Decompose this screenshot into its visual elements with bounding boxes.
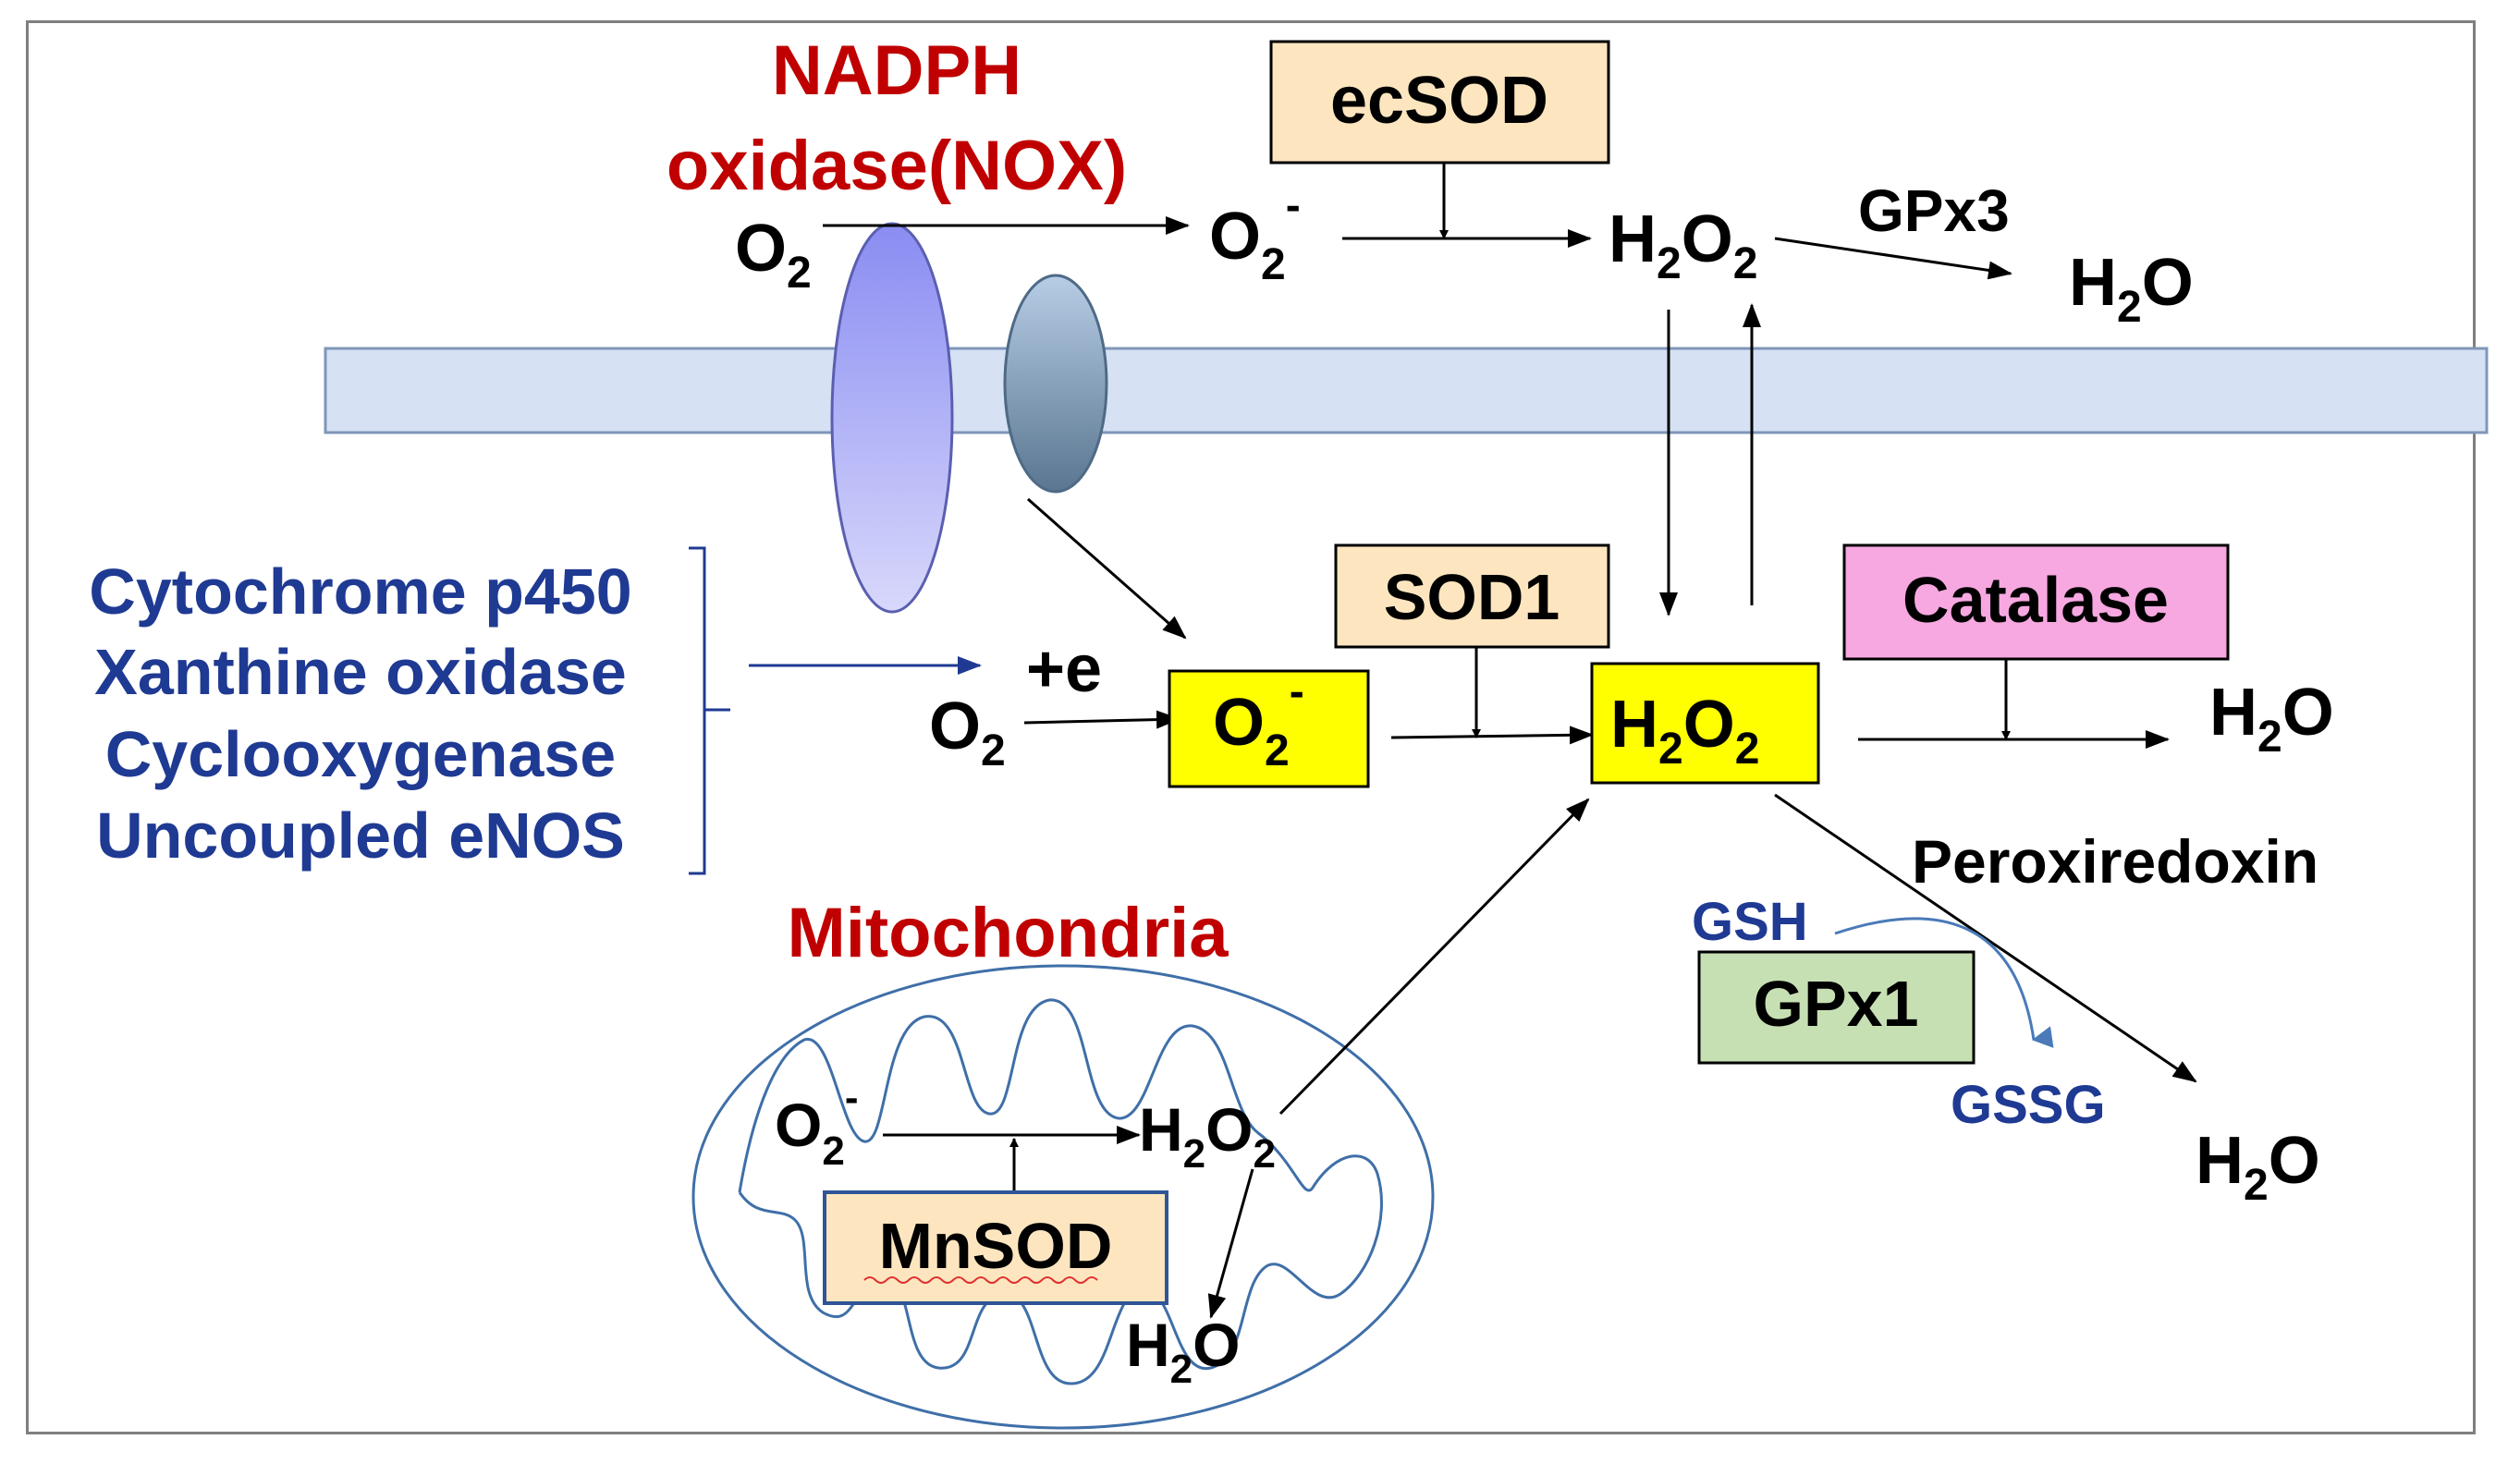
nox-small-subunit xyxy=(1003,274,1108,494)
arrow-mito-h2o2-to-cytosol xyxy=(1278,798,1590,1116)
extracellular-h2o2: H2O2 xyxy=(1609,202,1757,288)
ecsod-label: ecSOD xyxy=(1330,64,1548,138)
mito-h2o2: H2O2 xyxy=(1139,1095,1276,1177)
electron-label: +e xyxy=(1026,632,1102,706)
mitochondria-title: Mitochondria xyxy=(787,894,1229,972)
nox-large-subunit xyxy=(830,222,954,614)
ecsod-box xyxy=(1269,40,1610,165)
gpx1-label: GPx1 xyxy=(1754,968,1919,1040)
mitochondria-outer-membrane xyxy=(691,964,1435,1430)
extracellular-water: H2O xyxy=(2069,246,2194,332)
source-cytochrome-p450: Cytochrome p450 xyxy=(89,555,631,628)
arrow-h2o2-to-water-gpx1 xyxy=(1774,793,2197,1083)
catalase-box xyxy=(1842,543,2230,661)
cytosol-water: H2O xyxy=(2209,676,2334,762)
gpx1-box xyxy=(1697,950,1976,1065)
gpx3-label: GPx3 xyxy=(1858,177,2010,244)
cell-membrane xyxy=(324,347,2489,434)
source-xanthine-oxidase: Xanthine oxidase xyxy=(94,636,627,708)
gsh-label: GSH xyxy=(1692,892,1808,952)
mnsod-label: MnSOD xyxy=(879,1210,1113,1282)
extracellular-superoxide: O2- xyxy=(1209,181,1301,289)
arrow-h2o2-to-water-extracellular xyxy=(1774,237,2012,280)
arrow-o2-to-superoxide-cytosol xyxy=(1023,710,1180,729)
cytosol-h2o2: H2O2 xyxy=(1610,688,1759,774)
arrow-gsh-to-gssg xyxy=(1834,917,2054,1048)
nox-title-line1: NADPH xyxy=(772,31,1021,110)
cytosol-water-gpx1: H2O xyxy=(2196,1124,2320,1210)
cytosol-o2: O2 xyxy=(929,689,1006,775)
peroxiredoxin-label: Peroxiredoxin xyxy=(1912,827,2318,896)
mito-superoxide: O2- xyxy=(775,1075,858,1174)
extracellular-o2: O2 xyxy=(735,212,812,298)
mnsod-spellcheck-underline xyxy=(863,1276,1098,1284)
arrow-superoxide-to-h2o2-cytosol xyxy=(1390,726,1594,745)
sod1-box xyxy=(1334,543,1610,649)
mnsod-box xyxy=(823,1190,1168,1305)
mitochondria-cristae xyxy=(738,998,1383,1385)
sod1-label: SOD1 xyxy=(1384,561,1560,633)
cytosol-superoxide-box xyxy=(1168,669,1370,788)
cytosol-superoxide: O2- xyxy=(1213,667,1304,775)
sources-bracket xyxy=(689,546,730,875)
nox-title-line2: oxidase(NOX) xyxy=(667,127,1127,205)
mito-water: H2O xyxy=(1126,1311,1241,1392)
arrow-mito-h2o2-to-water xyxy=(1207,1168,1254,1319)
source-uncoupled-enos: Uncoupled eNOS xyxy=(96,799,625,872)
source-cyclooxygenase: Cyclooxygenase xyxy=(105,718,616,790)
arrow-nox-to-superoxide xyxy=(1027,497,1187,640)
gssg-label: GSSG xyxy=(1951,1075,2106,1135)
cytosol-h2o2-box xyxy=(1590,662,1820,785)
catalase-label: Catalase xyxy=(1902,564,2169,636)
